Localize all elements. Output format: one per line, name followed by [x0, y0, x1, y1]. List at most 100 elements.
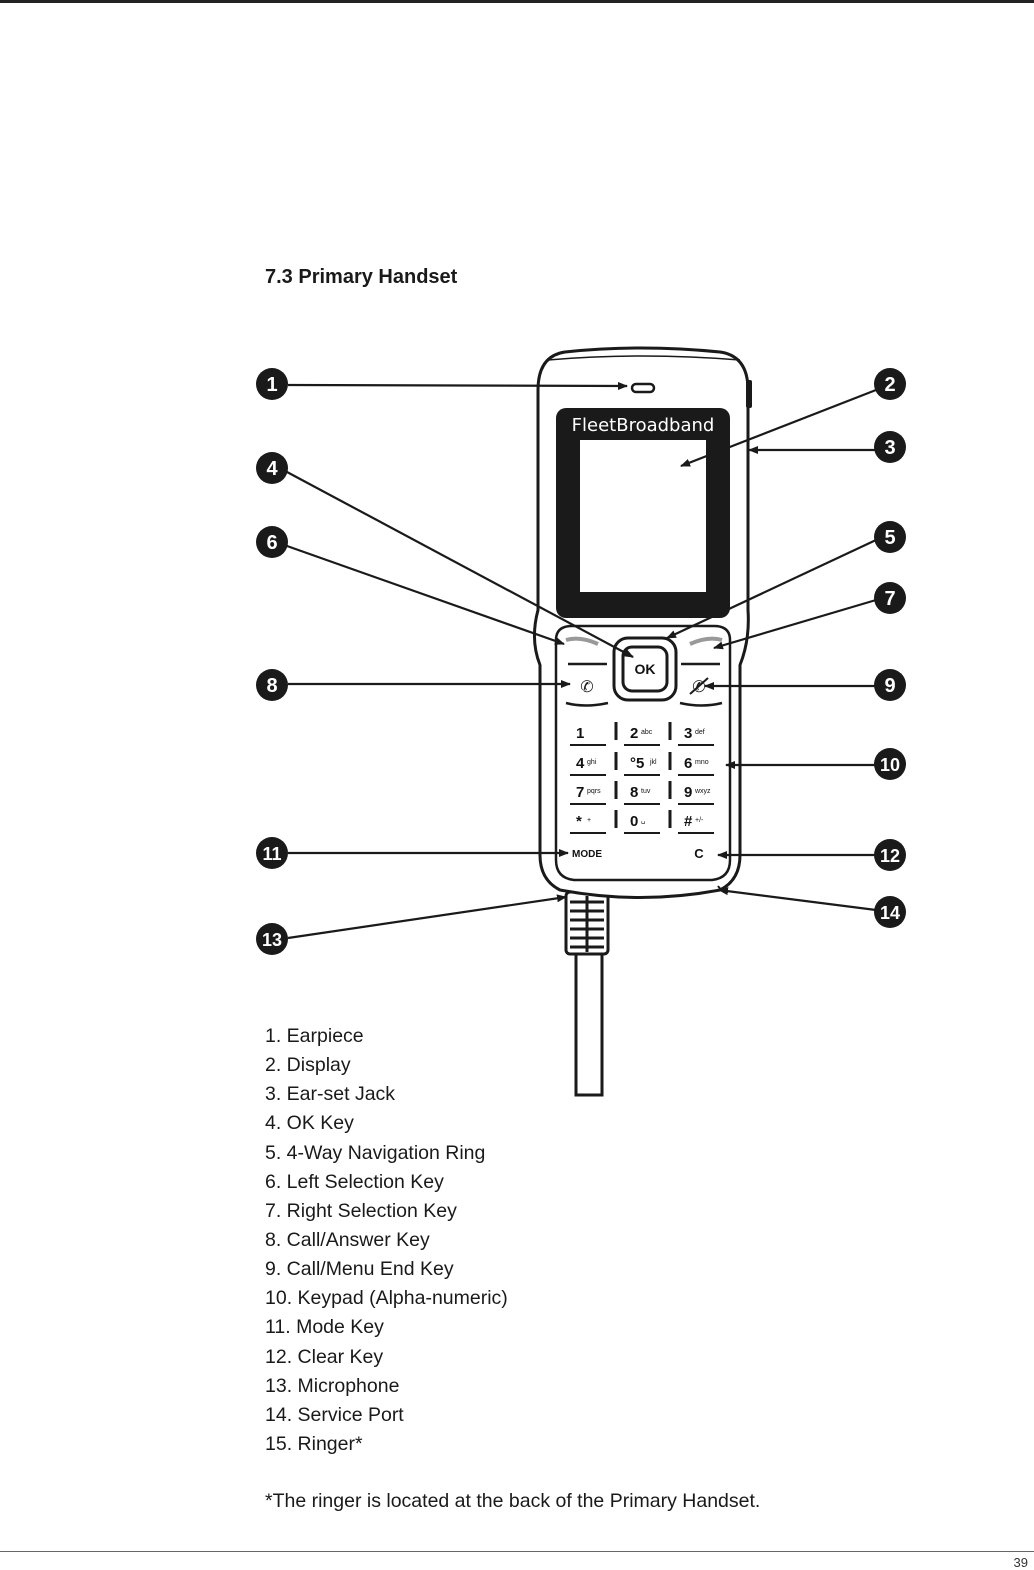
callout-line-7: [713, 598, 877, 650]
ok-key-label: OK: [635, 661, 656, 677]
callout-badge: [874, 582, 906, 614]
legend-item: 13. Microphone: [265, 1374, 400, 1397]
callout-line-14: [718, 887, 877, 912]
legend-item: 12. Clear Key: [265, 1345, 384, 1368]
keypad-key-letters: jkl: [649, 759, 657, 766]
callout-line-13: [287, 894, 567, 940]
ok-key[interactable]: [621, 645, 669, 693]
callout-badge: [874, 896, 906, 928]
callout-badge: [256, 452, 288, 484]
keypad-key[interactable]: *+: [570, 810, 618, 834]
callout-number: 14: [880, 903, 900, 923]
callout-number: 4: [266, 458, 278, 480]
callout-5: 5: [874, 521, 906, 553]
legend-item: 14. Service Port: [265, 1403, 404, 1426]
clear-key[interactable]: C: [694, 846, 704, 861]
callout-9: 9: [874, 669, 906, 701]
legend-item: 9. Call/Menu End Key: [265, 1258, 454, 1281]
right-selection-key[interactable]: [681, 636, 723, 666]
callout-2: 2: [874, 368, 906, 400]
callout-number: 7: [884, 588, 895, 610]
keypad-key-main: 7: [576, 784, 584, 801]
legend-item: 6. Left Selection Key: [265, 1170, 444, 1193]
keypad-key[interactable]: 1: [570, 722, 618, 746]
callout-line-1: [287, 381, 628, 390]
keypad-key[interactable]: #+/-: [678, 813, 714, 834]
call-end-key[interactable]: ✆: [679, 677, 723, 707]
keypad-key-main: 0: [630, 813, 638, 830]
callout-number: 1: [266, 374, 277, 396]
keypad-key[interactable]: °5 jkl: [624, 752, 672, 776]
callout-badge: [874, 669, 906, 701]
display-brand: FleetBroadband: [572, 415, 715, 436]
left-selection-key[interactable]: [565, 636, 607, 666]
legend-item: 15. Ringer*: [265, 1432, 363, 1455]
keypad-key-main: #: [684, 813, 693, 830]
callout-12: 12: [874, 839, 906, 871]
keypad-key[interactable]: 0␣: [624, 810, 672, 834]
callout-number: 8: [266, 675, 277, 697]
keypad-key-letters: pqrs: [587, 788, 601, 795]
callout-number: 10: [880, 755, 900, 775]
callout-11: 11: [256, 837, 288, 869]
callout-10: 10: [874, 748, 906, 780]
keypad-key-letters: +/-: [695, 817, 704, 824]
legend-item: 5. 4-Way Navigation Ring: [265, 1141, 486, 1164]
legend-item: 3. Ear-set Jack: [265, 1083, 396, 1106]
callout-line-4: [286, 471, 634, 658]
callout-badge: [256, 368, 288, 400]
handset-cable: [564, 890, 610, 1097]
keypad-key-main: 3: [684, 725, 692, 742]
keypad-key-letters: ghi: [587, 759, 597, 766]
callout-number: 9: [884, 675, 895, 697]
keypad-key-letters: def: [695, 729, 705, 736]
callout-14: 14: [874, 896, 906, 928]
keypad-key-letters: abc: [641, 729, 653, 736]
callout-badge: [256, 923, 288, 955]
earpiece-slot: [630, 382, 656, 394]
callout-badge: [256, 526, 288, 558]
legend-item: 11. Mode Key: [265, 1316, 384, 1339]
callout-badge: [874, 368, 906, 400]
callout-13: 13: [256, 923, 288, 955]
call-answer-key[interactable]: ✆: [565, 677, 609, 707]
legend-item: 10. Keypad (Alpha-numeric): [265, 1287, 508, 1310]
callout-badge: [874, 839, 906, 871]
top-rule: [0, 0, 1034, 3]
keypad-key-main: 4: [576, 755, 585, 772]
callout-badge: [256, 669, 288, 701]
callout-line-6: [286, 544, 565, 646]
keypad-key-main: 1: [576, 725, 584, 742]
callout-badge: [256, 837, 288, 869]
keypad-key-letters: +: [587, 817, 591, 824]
keypad-key-letters: ␣: [641, 817, 645, 824]
legend-item: 2. Display: [265, 1054, 351, 1077]
keypad-key-letters: wxyz: [694, 788, 711, 795]
phone-icon: ✆: [580, 677, 593, 696]
callout-badge: [874, 521, 906, 553]
callout-number: 5: [884, 527, 895, 549]
keypad-key-main: *: [576, 813, 582, 830]
callout-number: 11: [262, 844, 281, 864]
bottom-rule: [0, 1551, 1034, 1552]
keypad-key-main: 2: [630, 725, 638, 742]
keypad-key-main: 6: [684, 755, 692, 772]
keypad-key-main: 8: [630, 784, 638, 801]
callout-7: 7: [874, 582, 906, 614]
callout-badge: [874, 748, 906, 780]
legend-item: 4. OK Key: [265, 1112, 354, 1135]
keypad-key-letters: tuv: [641, 788, 651, 795]
callout-line-2: [680, 388, 877, 468]
mode-key[interactable]: MODE: [572, 849, 602, 860]
keypad-key-main: °5: [630, 755, 644, 772]
